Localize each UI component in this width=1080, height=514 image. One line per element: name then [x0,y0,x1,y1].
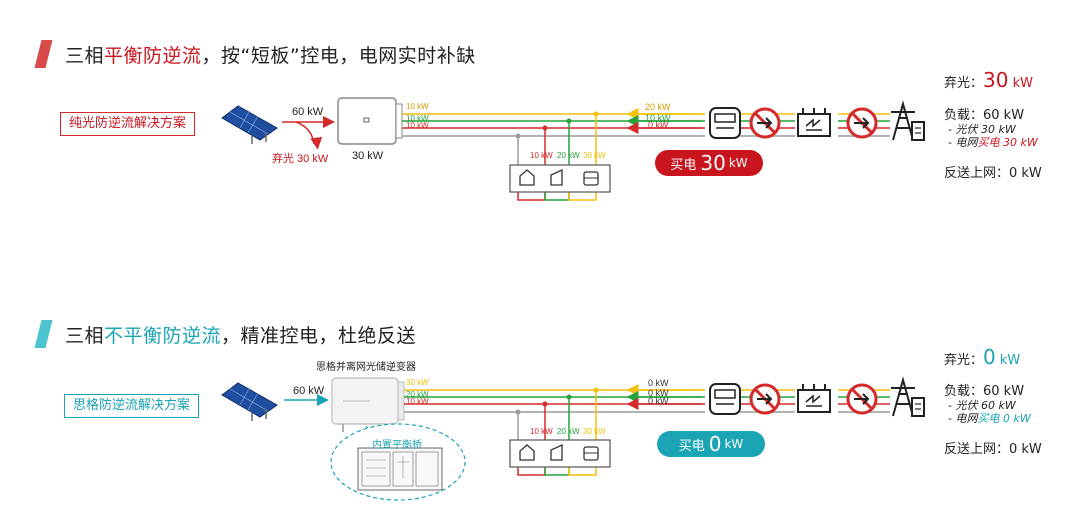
load-box-icon-2 [509,439,611,468]
bottom-heading-prefix: 三相 [65,325,105,347]
top-load-grid: - 电网买电 30 kW [948,134,1038,150]
solar-panel-icon-2 [221,382,278,421]
bottom-grid-phase-l3: 0 kW [648,396,669,406]
top-load-grid-prefix: - 电网 [948,136,978,149]
top-heading-suffix: ，按“短板”控电，电网实时补缺 [201,45,476,67]
top-buy-value: 30 [700,151,726,175]
transformer-icon-2 [797,384,831,413]
bottom-grid-phase-l1: 0 kW [648,378,669,388]
bottom-inv-phase-l3: 10 kW [406,397,429,406]
bottom-pv-power: 60 kW [293,385,325,397]
bottom-curtail-prefix: 弃光： [944,353,984,368]
top-load-pv: - 光伏 30 kW [948,123,1016,136]
top-inv-phase-l2: 10 kW [406,114,429,123]
bottom-load-info: 负载：60 kW [944,384,1025,399]
top-heading-prefix: 三相 [65,45,105,67]
top-heading: 三相平衡防逆流，按“短板”控电，电网实时补缺 [65,41,476,68]
meter-icon-2 [709,383,741,415]
top-pv-power: 60 kW [292,106,324,118]
top-load-phase-1: 10 kW [530,151,553,160]
top-curtail-prefix: 弃光： [944,76,984,91]
top-grid-phase-l2: 10 kW [645,113,671,123]
top-grid-phase-l3: 0 kW [648,120,669,130]
meter-icon [709,107,741,139]
bottom-heading: 三相不平衡防逆流，精准控电，杜绝反送 [65,321,416,348]
bottom-curtail-info: 弃光：0 kW [944,345,1020,369]
transformer-icon [797,108,831,137]
top-curtail-info: 弃光：30 kW [944,68,1033,92]
top-load-phase-3: 30 kW [583,151,606,160]
top-buy-unit: kW [728,156,748,170]
no-reverse-flow-icon-2 [846,107,878,139]
top-grid-phase-l1: 20 kW [645,102,671,112]
curtail-arrow [295,121,323,150]
grid-tower-icon-2 [891,376,925,417]
load-box-icon [509,164,611,193]
top-curtail-label: 弃光 30 kW [272,153,329,165]
bottom-load-grid-prefix: - 电网 [948,412,978,425]
bottom-feed-info: 反送上网：0 kW [944,442,1042,457]
bottom-inverter-title: 思格并离网光储逆变器 [316,362,416,373]
no-reverse-flow-icon-3 [749,383,781,415]
bottom-buy-value: 0 [708,432,722,456]
bottom-load-pv: - 光伏 60 kW [948,399,1016,412]
bottom-load-grid: - 电网买电 0 kW [948,410,1031,426]
top-curtail-value: 30 [983,68,1009,92]
bottom-load-phase-1: 10 kW [530,427,553,436]
solar-panel-icon [221,105,278,144]
bottom-load-grid-highlight: 买电 0 kW [977,412,1031,425]
top-inv-phase-l3: 10 kW [406,121,429,130]
top-load-info: 负载：60 kW [944,108,1025,123]
top-load-phase-2: 20 kW [557,151,580,160]
sigen-inverter-icon [331,377,405,432]
top-curtail-unit: kW [1012,76,1033,91]
top-load-grid-highlight: 买电 30 kW [977,136,1038,149]
top-heading-highlight: 平衡防逆流 [104,45,202,67]
balance-bridge-callout [330,423,466,501]
no-reverse-flow-icon [749,107,781,139]
bottom-heading-highlight: 不平衡防逆流 [104,325,222,347]
top-buy-prefix: 买电 [670,157,697,173]
grid-tower-icon [891,100,925,141]
top-feed-info: 反送上网：0 kW [944,166,1042,181]
bottom-curtail-unit: kW [999,353,1021,368]
bottom-curtail-value: 0 [983,345,996,369]
top-solution-label: 纯光防逆流解决方案 [60,112,196,136]
bottom-heading-suffix: ，精准控电，杜绝反送 [221,325,417,347]
bottom-solution-label: 思格防逆流解决方案 [64,394,200,418]
top-inv-phase-l1: 10 kW [406,102,429,111]
bottom-buy-prefix: 买电 [678,438,705,454]
no-reverse-flow-icon-4 [846,383,878,415]
bottom-load-phase-3: 30 kW [583,427,606,436]
top-inverter-power: 30 kW [352,150,384,162]
bottom-buy-unit: kW [724,437,744,451]
bottom-grid-phase-l2: 0 kW [648,388,669,398]
bottom-inv-phase-l1: 30 kW [406,378,429,387]
bottom-inv-phase-l2: 20 kW [406,390,429,399]
bottom-load-phase-2: 20 kW [557,427,580,436]
balance-bridge-label: 内置平衡桥 [372,440,422,451]
inverter-icon [337,97,403,145]
